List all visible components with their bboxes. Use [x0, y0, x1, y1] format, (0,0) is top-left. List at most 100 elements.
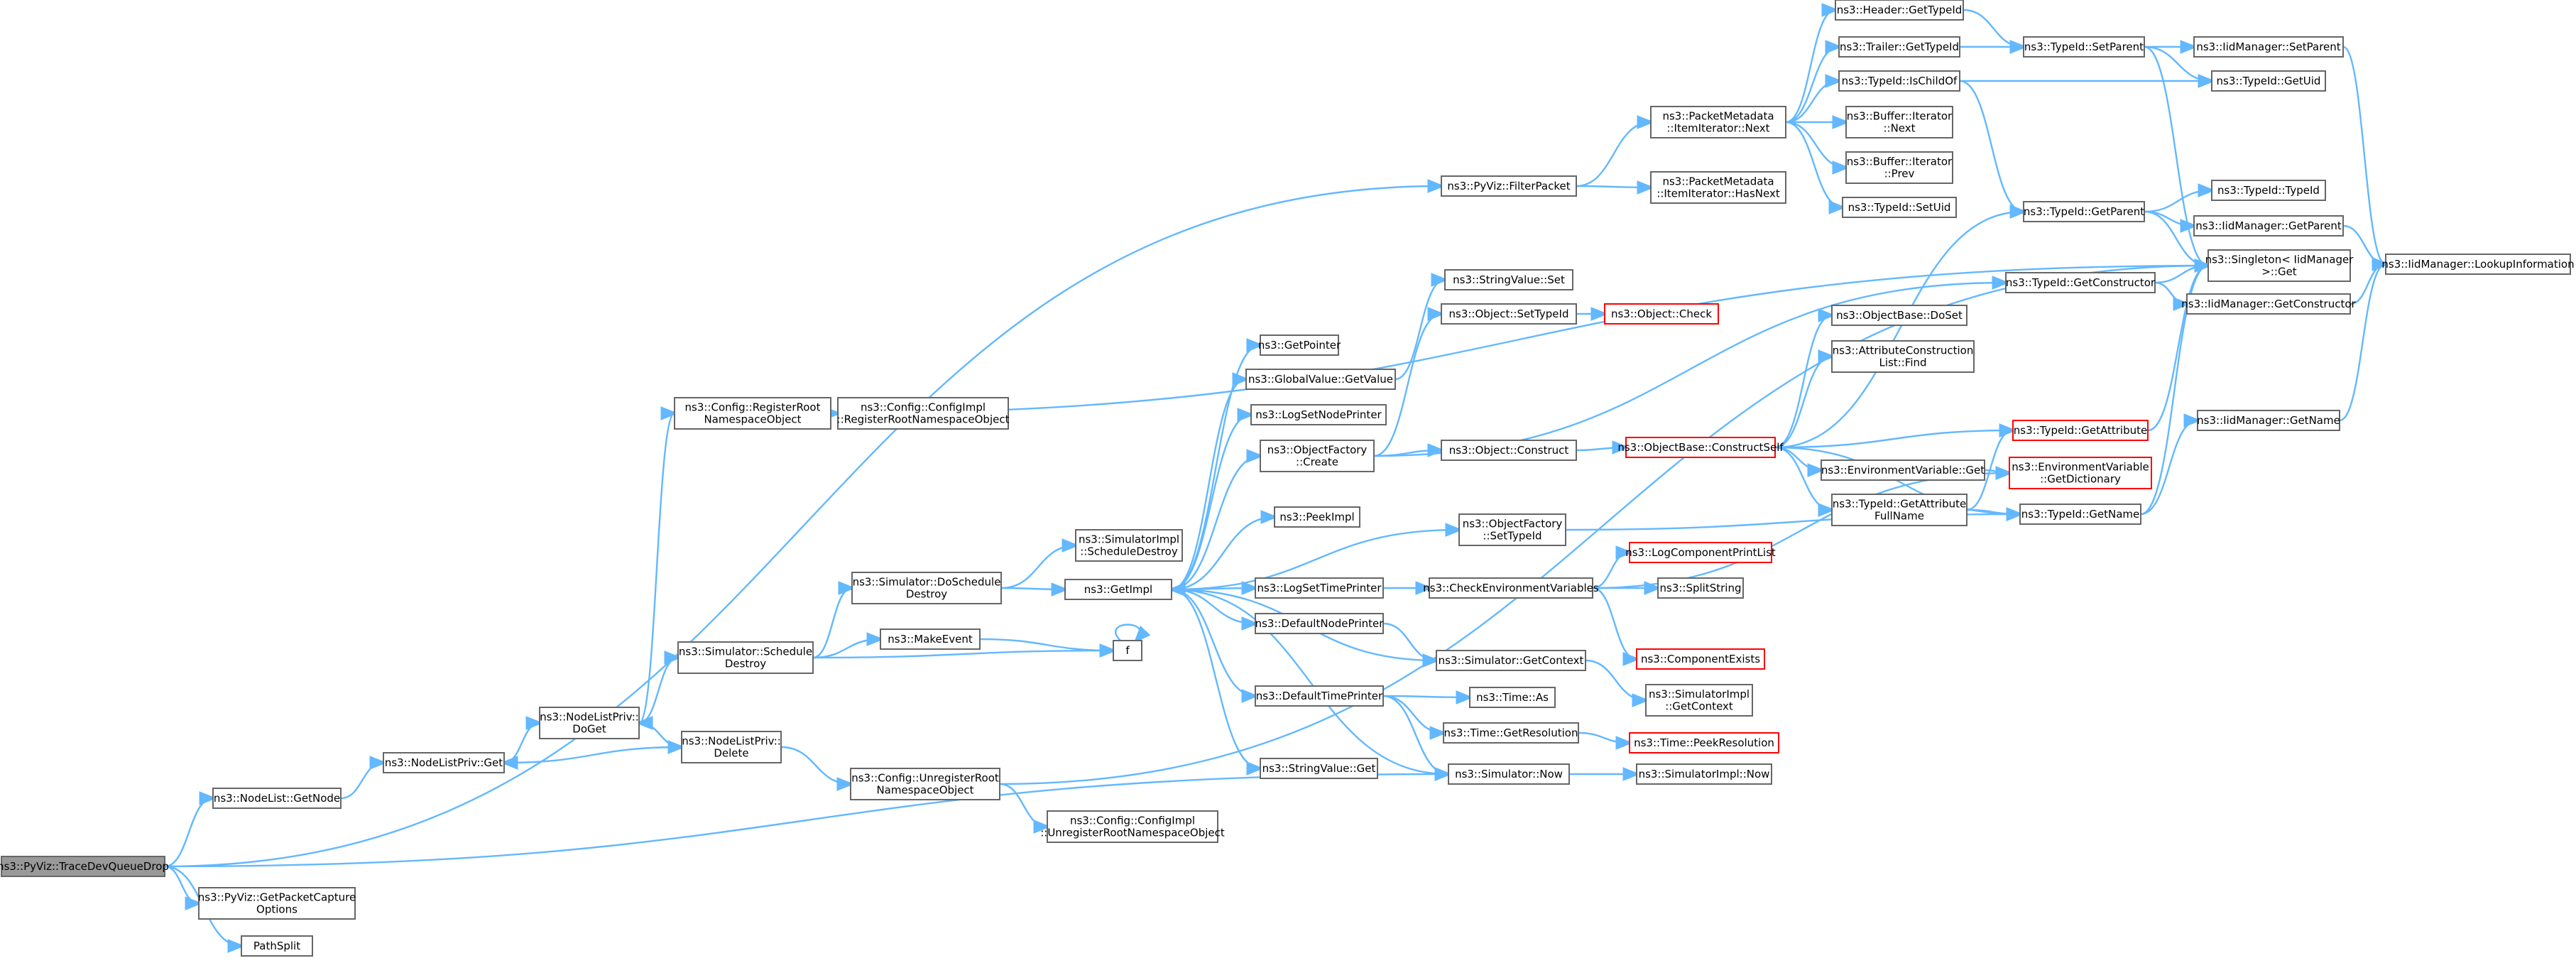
node-objbase_construct[interactable]: ns3::ObjectBase::ConstructSelf	[1617, 437, 1784, 458]
node-box[interactable]	[1636, 763, 1772, 785]
node-pm_hasnext[interactable]: ns3::PacketMetadata::ItemIterator::HasNe…	[1650, 171, 1786, 204]
node-box[interactable]	[851, 572, 1002, 604]
node-box[interactable]	[850, 768, 1000, 800]
node-getpointer[interactable]: ns3::GetPointer	[1258, 334, 1341, 356]
node-cfg_unregister[interactable]: ns3::Config::UnregisterRootNamespaceObje…	[850, 768, 1000, 800]
node-buffer_next[interactable]: ns3::Buffer::Iterator::Next	[1845, 106, 1953, 138]
node-simimpl_now[interactable]: ns3::SimulatorImpl::Now	[1636, 763, 1772, 785]
node-sim_schedule[interactable]: ns3::Simulator::ScheduleDestroy	[677, 641, 814, 674]
node-box[interactable]	[1436, 650, 1586, 671]
node-stringvalue_get[interactable]: ns3::StringValue::Get	[1260, 758, 1378, 779]
node-time_peekres[interactable]: ns3::Time::PeekResolution	[1629, 732, 1779, 753]
node-box[interactable]	[383, 752, 505, 773]
node-box[interactable]	[1250, 404, 1387, 425]
node-makeevent[interactable]: ns3::MakeEvent	[880, 629, 981, 650]
node-typeid_ischildof[interactable]: ns3::TypeId::IsChildOf	[1838, 70, 1960, 92]
node-box[interactable]	[681, 731, 782, 763]
node-box[interactable]	[1842, 197, 1957, 218]
node-cfg_register[interactable]: ns3::Config::RegisterRootNamespaceObject	[674, 397, 831, 430]
node-objbase_doset[interactable]: ns3::ObjectBase::DoSet	[1831, 305, 1968, 326]
node-box[interactable]	[2197, 410, 2340, 431]
node-box[interactable]	[1444, 269, 1573, 290]
node-box[interactable]	[1645, 684, 1753, 717]
node-box[interactable]	[1441, 303, 1577, 325]
node-box[interactable]	[1629, 732, 1779, 753]
node-box[interactable]	[1047, 810, 1218, 843]
node-nlp_delete[interactable]: ns3::NodeListPriv::Delete	[681, 731, 782, 763]
node-cfgimpl_unregister[interactable]: ns3::Config::ConfigImpl::UnregisterRootN…	[1040, 810, 1225, 843]
node-box[interactable]	[674, 397, 831, 430]
node-box[interactable]	[677, 641, 814, 674]
node-box[interactable]	[1835, 0, 1964, 21]
node-f[interactable]: f	[1113, 640, 1142, 661]
node-box[interactable]	[1260, 758, 1378, 779]
node-root[interactable]: ns3::PyViz::TraceDevQueueDrop	[0, 856, 169, 877]
node-box[interactable]	[1, 856, 165, 877]
node-simimpl_getctx[interactable]: ns3::SimulatorImpl::GetContext	[1645, 684, 1753, 717]
node-box[interactable]	[1255, 577, 1384, 599]
node-box[interactable]	[1075, 529, 1183, 562]
node-typeid_setuid[interactable]: ns3::TypeId::SetUid	[1842, 197, 1957, 218]
node-time_as[interactable]: ns3::Time::As	[1469, 687, 1556, 708]
node-box[interactable]	[2211, 180, 2326, 201]
node-singleton_get[interactable]: ns3::Singleton< IidManager >::Get	[2205, 249, 2354, 282]
node-box[interactable]	[1441, 175, 1577, 197]
node-box[interactable]	[1831, 494, 1968, 526]
node-getimpl[interactable]: ns3::GetImpl	[1064, 579, 1172, 600]
node-box[interactable]	[1255, 613, 1384, 634]
node-iid_lookup[interactable]: ns3::IidManager::LookupInformation	[2381, 254, 2575, 275]
node-box[interactable]	[198, 887, 356, 920]
node-buffer_prev[interactable]: ns3::Buffer::Iterator::Prev	[1845, 151, 1953, 184]
node-box[interactable]	[1845, 151, 1953, 184]
node-box[interactable]	[2385, 254, 2571, 275]
node-box[interactable]	[1113, 640, 1142, 661]
node-box[interactable]	[1469, 687, 1556, 708]
node-obj_construct[interactable]: ns3::Object::Construct	[1441, 440, 1577, 461]
node-compexists[interactable]: ns3::ComponentExists	[1636, 648, 1765, 670]
node-box[interactable]	[1821, 459, 1985, 481]
node-box[interactable]	[1838, 36, 1960, 58]
node-box[interactable]	[1458, 513, 1566, 546]
node-iid_getparent[interactable]: ns3::IidManager::GetParent	[2193, 215, 2344, 236]
node-box[interactable]	[1245, 369, 1396, 390]
node-typeid_typeid[interactable]: ns3::TypeId::TypeId	[2211, 180, 2326, 201]
node-box[interactable]	[1831, 340, 1975, 373]
node-box[interactable]	[2193, 215, 2344, 236]
node-box[interactable]	[837, 397, 1009, 430]
node-box[interactable]	[1831, 305, 1968, 326]
node-box[interactable]	[2207, 249, 2351, 282]
node-box[interactable]	[2211, 70, 2326, 92]
node-box[interactable]	[1845, 106, 1953, 138]
node-peekimpl[interactable]: ns3::PeekImpl	[1274, 506, 1360, 528]
node-box[interactable]	[1255, 685, 1384, 707]
node-box[interactable]	[539, 707, 640, 739]
node-envvar_get[interactable]: ns3::EnvironmentVariable::Get	[1821, 459, 1985, 481]
node-box[interactable]	[1448, 763, 1570, 785]
node-cfgimpl_register[interactable]: ns3::Config::ConfigImpl::RegisterRootNam…	[837, 397, 1010, 430]
node-stringvalue_set[interactable]: ns3::StringValue::Set	[1444, 269, 1573, 290]
node-box[interactable]	[1650, 171, 1786, 204]
node-box[interactable]	[2019, 504, 2141, 525]
node-box[interactable]	[2005, 272, 2156, 293]
node-sim_getcontext[interactable]: ns3::Simulator::GetContext	[1436, 650, 1586, 671]
node-envvar_getdict[interactable]: ns3::EnvironmentVariable::GetDictionary	[2009, 457, 2152, 489]
node-box[interactable]	[1838, 70, 1960, 92]
node-box[interactable]	[1064, 579, 1172, 600]
node-sim_now[interactable]: ns3::Simulator::Now	[1448, 763, 1570, 785]
node-checkenv[interactable]: ns3::CheckEnvironmentVariables	[1423, 577, 1599, 599]
node-trailer_gettypeid[interactable]: ns3::Trailer::GetTypeId	[1838, 36, 1960, 58]
node-splitstring[interactable]: ns3::SplitString	[1657, 577, 1744, 599]
node-nlp_get[interactable]: ns3::NodeListPriv::Get	[383, 752, 505, 773]
node-typeid_getname[interactable]: ns3::TypeId::GetName	[2019, 504, 2141, 525]
node-box[interactable]	[1650, 106, 1786, 138]
node-box[interactable]	[212, 788, 342, 809]
node-box[interactable]	[2023, 36, 2145, 58]
node-typeid_setparent[interactable]: ns3::TypeId::SetParent	[2023, 36, 2145, 58]
node-box[interactable]	[2009, 457, 2152, 489]
node-logsetnode[interactable]: ns3::LogSetNodePrinter	[1250, 404, 1387, 425]
node-logcompprint[interactable]: ns3::LogComponentPrintList	[1625, 542, 1776, 563]
node-box[interactable]	[880, 629, 981, 650]
node-defnodeprinter[interactable]: ns3::DefaultNodePrinter	[1255, 613, 1385, 634]
